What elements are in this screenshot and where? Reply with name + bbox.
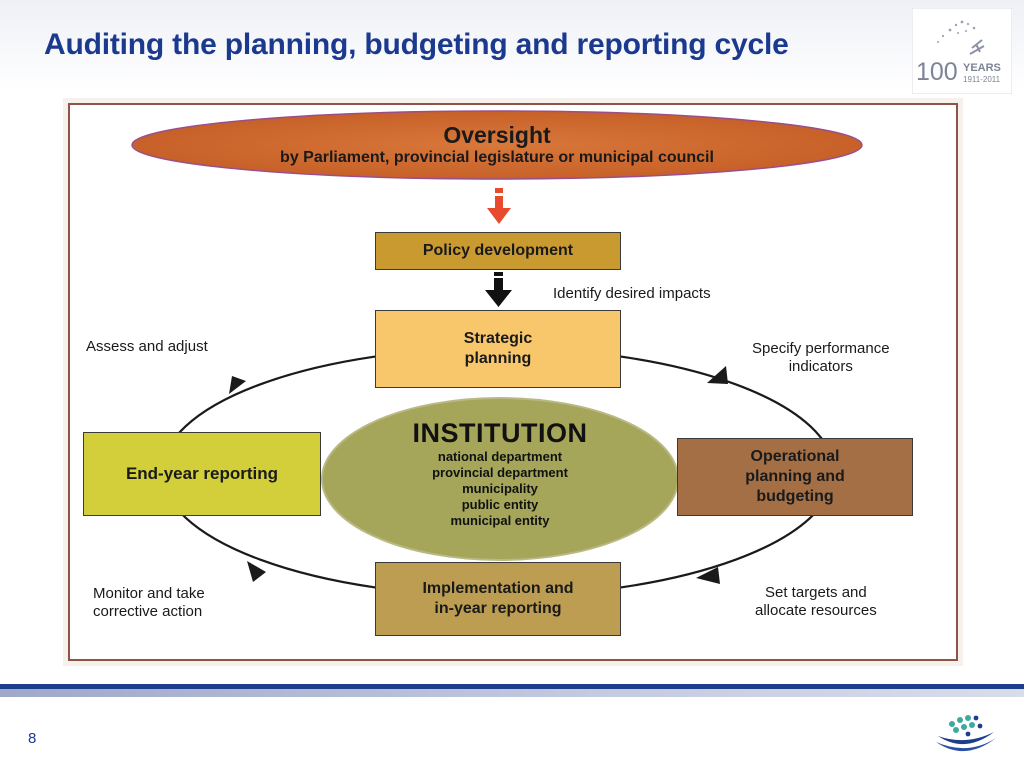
institution-label: INSTITUTION national department provinci… — [322, 398, 678, 560]
organisation-logo — [936, 715, 996, 752]
set-targets-line2: allocate resources — [755, 602, 877, 620]
institution-item: national department — [437, 449, 563, 464]
institution-item: public entity — [461, 497, 539, 512]
monitor-line1: Monitor and take — [93, 585, 205, 602]
svg-text:1911-2011: 1911-2011 — [963, 75, 1001, 84]
specify-line1: Specify performance — [752, 340, 890, 357]
strategic-planning-line2: planning — [464, 350, 532, 367]
end-year-reporting-label: End-year reporting — [125, 464, 279, 484]
100-years-logo: 100 YEARS 1911-2011 — [912, 8, 1012, 94]
set-targets-line1: Set targets and — [765, 584, 867, 601]
specify-performance-label: Specify performance indicators — [752, 340, 890, 377]
red-down-arrow — [487, 188, 511, 224]
institution-title: INSTITUTION — [412, 418, 588, 448]
oversight-label: Oversight by Parliament, provincial legi… — [132, 122, 862, 167]
strategic-planning-box: Strategic planning — [375, 310, 621, 388]
footer-bar-light — [0, 689, 1024, 697]
cycle-arrow-top-right — [707, 366, 728, 384]
oversight-subtitle: by Parliament, provincial legislature or… — [280, 149, 714, 166]
identify-impacts-label: Identify desired impacts — [553, 285, 711, 302]
strategic-planning-line1: Strategic — [463, 330, 533, 347]
policy-development-label: Policy development — [422, 242, 574, 259]
institution-item: municipality — [462, 481, 538, 496]
implementation-box: Implementation and in-year reporting — [375, 562, 621, 636]
oversight-ellipse — [131, 110, 863, 180]
operational-line2: planning and — [745, 468, 845, 485]
cycle-arrow-top-left — [229, 376, 246, 394]
operational-line3: budgeting — [756, 488, 834, 505]
set-targets-label: Set targets and allocate resources — [755, 584, 877, 621]
operational-planning-box: Operational planning and budgeting — [677, 438, 913, 516]
svg-text:YEARS: YEARS — [963, 62, 1001, 74]
page-number: 8 — [28, 730, 37, 747]
institution-item: municipal entity — [450, 513, 550, 528]
end-year-reporting-box: End-year reporting — [83, 432, 321, 516]
assess-adjust-label: Assess and adjust — [86, 338, 208, 355]
cycle-arrow-bottom-right — [696, 567, 720, 584]
monitor-line2: corrective action — [93, 603, 203, 621]
implementation-line2: in-year reporting — [434, 600, 562, 617]
footer-bar — [0, 684, 1024, 689]
slide-title: Auditing the planning, budgeting and rep… — [44, 28, 789, 61]
implementation-line1: Implementation and — [422, 580, 574, 597]
oversight-title: Oversight — [443, 122, 551, 148]
operational-line1: Operational — [750, 448, 840, 465]
black-down-arrow — [485, 272, 512, 307]
policy-development-box: Policy development — [375, 232, 621, 270]
svg-text:100: 100 — [916, 58, 958, 86]
institution-item: provincial department — [432, 465, 568, 480]
cycle-arrow-bottom-left — [247, 561, 266, 582]
monitor-label: Monitor and take corrective action — [93, 585, 205, 622]
specify-line2: indicators — [788, 358, 853, 376]
